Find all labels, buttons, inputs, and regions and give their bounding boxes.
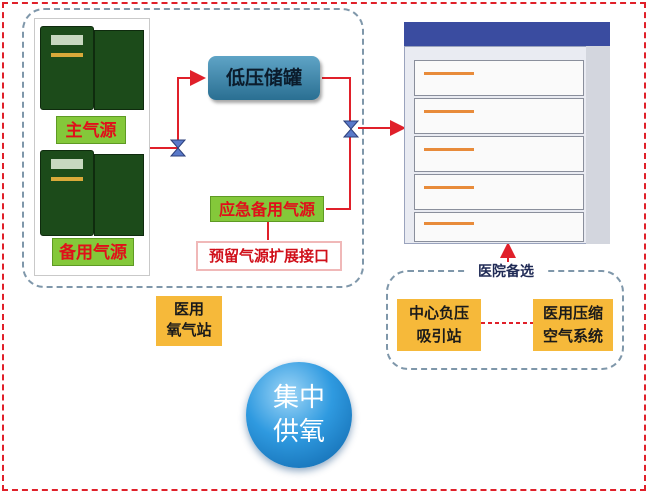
hospital-options-title: 医院备选 <box>466 262 546 282</box>
vacuum-station-label: 中心负压 吸引站 <box>397 299 481 351</box>
outer-frame <box>2 2 646 491</box>
generator-icon <box>40 150 94 236</box>
reserved-interface-label: 预留气源扩展接口 <box>196 241 342 271</box>
oxygen-station-line2: 氧气站 <box>166 321 212 339</box>
oxygen-station-group <box>22 8 364 288</box>
generator-icon <box>94 154 144 236</box>
backup-supply-label: 备用气源 <box>52 238 134 266</box>
hospital-building <box>404 22 610 244</box>
main-supply-label: 主气源 <box>56 116 126 144</box>
vacuum-station-line2: 吸引站 <box>416 327 462 345</box>
oxygen-station-label: 医用 氧气站 <box>156 296 222 346</box>
low-pressure-tank: 低压储罐 <box>208 56 320 100</box>
valve-right <box>342 120 360 138</box>
oxygen-station-line1: 医用 <box>173 300 204 318</box>
generator-icon <box>40 26 94 110</box>
compressed-air-label: 医用压缩 空气系统 <box>533 299 613 351</box>
compressed-air-line2: 空气系统 <box>542 327 603 345</box>
central-oxygen-badge: 集中 供氧 <box>246 362 352 468</box>
vacuum-station-line1: 中心负压 <box>408 304 469 322</box>
pipe-emergency <box>326 135 351 210</box>
emergency-supply-label: 应急备用气源 <box>210 196 324 222</box>
compressed-air-line1: 医用压缩 <box>542 304 603 322</box>
generator-icon <box>94 30 144 110</box>
badge-line1: 集中 <box>272 383 325 413</box>
valve-left <box>169 139 187 157</box>
pipe-tank-out <box>322 77 351 126</box>
badge-line2: 供氧 <box>272 417 325 447</box>
pipe-up-to-tank <box>177 70 206 145</box>
